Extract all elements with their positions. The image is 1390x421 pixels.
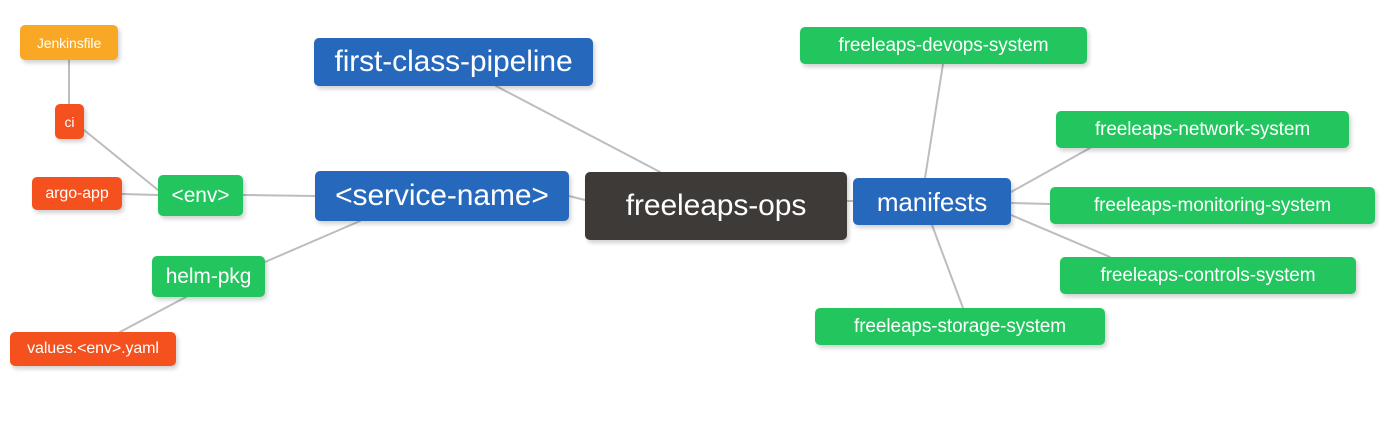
- node-first-class-pipeline[interactable]: first-class-pipeline: [314, 38, 593, 86]
- node-label-values-env-yaml: values.<env>.yaml: [27, 340, 159, 357]
- node-network-system[interactable]: freeleaps-network-system: [1056, 111, 1349, 148]
- node-devops-system[interactable]: freeleaps-devops-system: [800, 27, 1087, 64]
- node-label-monitoring-system: freeleaps-monitoring-system: [1094, 195, 1331, 216]
- node-env[interactable]: <env>: [158, 175, 243, 216]
- node-service-name[interactable]: <service-name>: [315, 171, 569, 221]
- node-storage-system[interactable]: freeleaps-storage-system: [815, 308, 1105, 345]
- node-label-devops-system: freeleaps-devops-system: [838, 35, 1049, 56]
- edge-manifests-to-monitoring-system: [1010, 202, 1051, 205]
- edge-argo-app-to-env: [121, 193, 159, 196]
- node-monitoring-system[interactable]: freeleaps-monitoring-system: [1050, 187, 1375, 224]
- node-helm-pkg[interactable]: helm-pkg: [152, 256, 265, 297]
- edge-helm-pkg-to-service-name: [264, 220, 361, 263]
- edge-values-env-yaml-to-helm-pkg: [119, 296, 187, 333]
- node-controls-system[interactable]: freeleaps-controls-system: [1060, 257, 1356, 294]
- node-label-freeleaps-ops: freeleaps-ops: [625, 189, 807, 222]
- node-label-first-class-pipeline: first-class-pipeline: [334, 45, 573, 78]
- edge-manifests-to-devops-system: [924, 63, 944, 179]
- node-values-env-yaml[interactable]: values.<env>.yaml: [10, 332, 176, 366]
- edge-first-class-pipeline-to-freeleaps-ops: [495, 85, 661, 173]
- edge-manifests-to-network-system: [1010, 147, 1091, 193]
- node-label-env: <env>: [171, 184, 230, 207]
- edge-service-name-to-freeleaps-ops: [568, 195, 586, 201]
- node-argo-app[interactable]: argo-app: [32, 177, 122, 210]
- node-label-jenkinsfile: Jenkinsfile: [36, 34, 102, 51]
- node-jenkinsfile[interactable]: Jenkinsfile: [20, 25, 118, 60]
- node-ci[interactable]: ci: [55, 104, 84, 139]
- node-label-service-name: <service-name>: [335, 179, 549, 212]
- node-label-storage-system: freeleaps-storage-system: [854, 316, 1066, 337]
- node-label-controls-system: freeleaps-controls-system: [1100, 265, 1316, 286]
- node-label-manifests: manifests: [876, 186, 988, 217]
- edge-manifests-to-storage-system: [931, 224, 964, 309]
- node-label-network-system: freeleaps-network-system: [1094, 119, 1311, 140]
- node-label-argo-app: argo-app: [45, 184, 109, 202]
- node-label-ci: ci: [64, 113, 75, 130]
- node-manifests[interactable]: manifests: [853, 178, 1011, 225]
- edge-env-to-service-name: [242, 194, 316, 197]
- node-freeleaps-ops[interactable]: freeleaps-ops: [585, 172, 847, 240]
- node-label-helm-pkg: helm-pkg: [165, 265, 252, 288]
